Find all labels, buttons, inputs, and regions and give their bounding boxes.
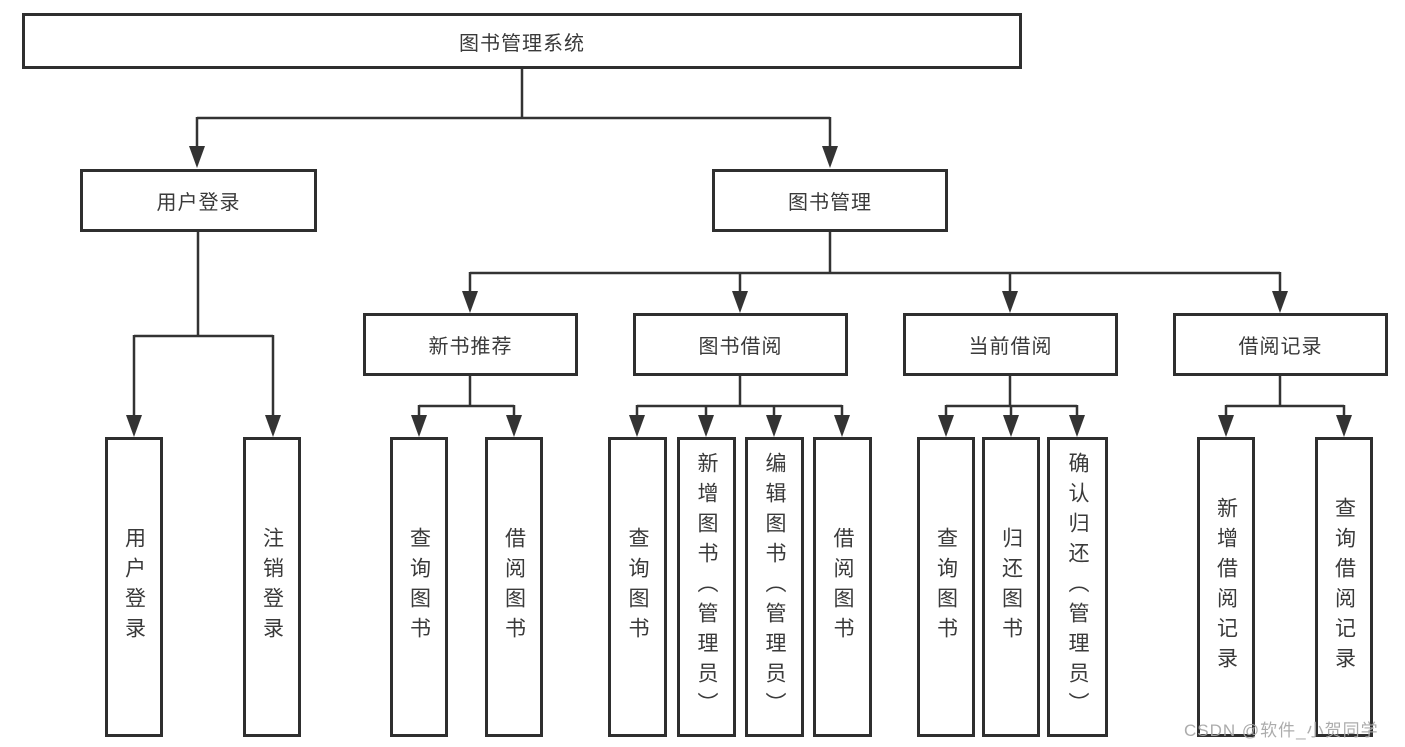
leaf-label: 借阅图书: [502, 527, 526, 647]
node-new-book-recommend: 新书推荐: [363, 313, 578, 376]
leaf-label: 查询图书: [626, 527, 650, 647]
leaf-query-books-borrow: 查询图书: [608, 437, 667, 737]
leaf-label: 新增图书（管理员）: [695, 452, 719, 722]
leaf-label: 确认归还（管理员）: [1066, 452, 1090, 722]
leaf-label: 查询借阅记录: [1332, 497, 1356, 677]
leaf-label: 查询图书: [407, 527, 431, 647]
leaf-add-book-admin: 新增图书（管理员）: [677, 437, 736, 737]
leaf-add-borrow-record: 新增借阅记录: [1197, 437, 1255, 737]
leaf-borrow-books-recommend: 借阅图书: [485, 437, 543, 737]
leaf-label: 查询图书: [934, 527, 958, 647]
leaf-label: 归还图书: [999, 527, 1023, 647]
csdn-watermark: CSDN @软件_小贺同学: [1184, 721, 1379, 740]
leaf-logout: 注销登录: [243, 437, 301, 737]
leaf-edit-book-admin: 编辑图书（管理员）: [745, 437, 804, 737]
node-current-borrow: 当前借阅: [903, 313, 1118, 376]
node-borrow-records: 借阅记录: [1173, 313, 1388, 376]
node-user-login: 用户登录: [80, 169, 317, 232]
leaf-user-login: 用户登录: [105, 437, 163, 737]
leaf-label: 编辑图书（管理员）: [763, 452, 787, 722]
leaf-query-borrow-record: 查询借阅记录: [1315, 437, 1373, 737]
leaf-label: 用户登录: [122, 527, 146, 647]
leaf-label: 借阅图书: [831, 527, 855, 647]
node-book-management: 图书管理: [712, 169, 948, 232]
leaf-label: 新增借阅记录: [1214, 497, 1238, 677]
arrow-down-icons: [126, 146, 1352, 437]
leaf-query-books-recommend: 查询图书: [390, 437, 448, 737]
node-root: 图书管理系统: [22, 13, 1022, 69]
leaf-return-book: 归还图书: [982, 437, 1040, 737]
node-book-borrow: 图书借阅: [633, 313, 848, 376]
leaf-confirm-return-admin: 确认归还（管理员）: [1047, 437, 1108, 737]
leaf-query-books-current: 查询图书: [917, 437, 975, 737]
leaf-borrow-books: 借阅图书: [813, 437, 872, 737]
leaf-label: 注销登录: [260, 527, 284, 647]
